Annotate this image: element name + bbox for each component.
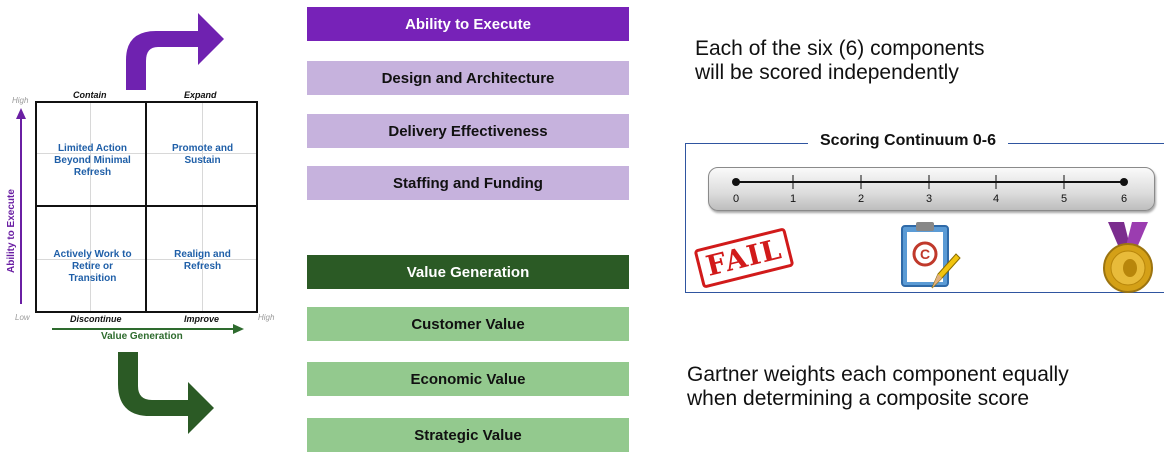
scoring-scale bbox=[708, 167, 1155, 211]
x-axis-arrow bbox=[52, 324, 244, 334]
value-item-customer: Customer Value bbox=[307, 307, 629, 341]
axis-high-y: High bbox=[12, 96, 29, 105]
execute-item-delivery: Delivery Effectiveness bbox=[307, 114, 629, 148]
clipboard-icon: C bbox=[901, 222, 961, 289]
tick-5: 5 bbox=[1061, 193, 1068, 205]
medal-icon bbox=[1103, 222, 1153, 293]
tick-3: 3 bbox=[926, 193, 933, 205]
note-bottom-line1: Gartner weights each component equally bbox=[687, 363, 1069, 386]
arrow-down-right-icon bbox=[118, 352, 214, 434]
tick-6: 6 bbox=[1121, 193, 1128, 205]
tick-0: 0 bbox=[733, 193, 740, 205]
quadrant-bottom-left: Actively Work to Retire or Transition bbox=[53, 249, 132, 284]
note-bottom: Gartner weights each component equally w… bbox=[687, 363, 1069, 411]
note-top-line1: Each of the six (6) components bbox=[695, 37, 985, 60]
note-top-line2: will be scored independently bbox=[695, 61, 959, 84]
svg-text:C: C bbox=[920, 246, 930, 262]
header-discontinue: Discontinue bbox=[70, 314, 122, 324]
quadrant-bottom-right: Realign and Refresh bbox=[174, 249, 231, 272]
note-bottom-line2: when determining a composite score bbox=[687, 387, 1030, 410]
quadrant-top-left: Limited Action Beyond Minimal Refresh bbox=[54, 143, 131, 178]
scoring-title: Scoring Continuum 0-6 bbox=[808, 132, 1008, 150]
header-contain: Contain bbox=[73, 90, 107, 100]
execute-header: Ability to Execute bbox=[307, 7, 629, 41]
execute-item-staffing: Staffing and Funding bbox=[307, 166, 629, 200]
note-top: Each of the six (6) components will be s… bbox=[695, 37, 984, 85]
quadrant-top-right: Promote and Sustain bbox=[171, 143, 234, 166]
value-header: Value Generation bbox=[307, 255, 629, 289]
execute-item-design: Design and Architecture bbox=[307, 61, 629, 95]
arrow-up-right-icon bbox=[126, 13, 224, 90]
value-item-strategic: Strategic Value bbox=[307, 418, 629, 452]
x-axis-label: Value Generation bbox=[101, 331, 183, 342]
y-axis-arrow bbox=[16, 108, 26, 304]
axis-low: Low bbox=[15, 313, 30, 322]
y-axis-label: Ability to Execute bbox=[6, 189, 17, 273]
axis-high-x: High bbox=[258, 313, 275, 322]
scale-line bbox=[732, 175, 1128, 189]
tick-1: 1 bbox=[790, 193, 797, 205]
header-improve: Improve bbox=[184, 314, 220, 324]
value-item-economic: Economic Value bbox=[307, 362, 629, 396]
tick-2: 2 bbox=[858, 193, 865, 205]
tick-4: 4 bbox=[993, 193, 1000, 205]
header-expand: Expand bbox=[184, 90, 217, 100]
